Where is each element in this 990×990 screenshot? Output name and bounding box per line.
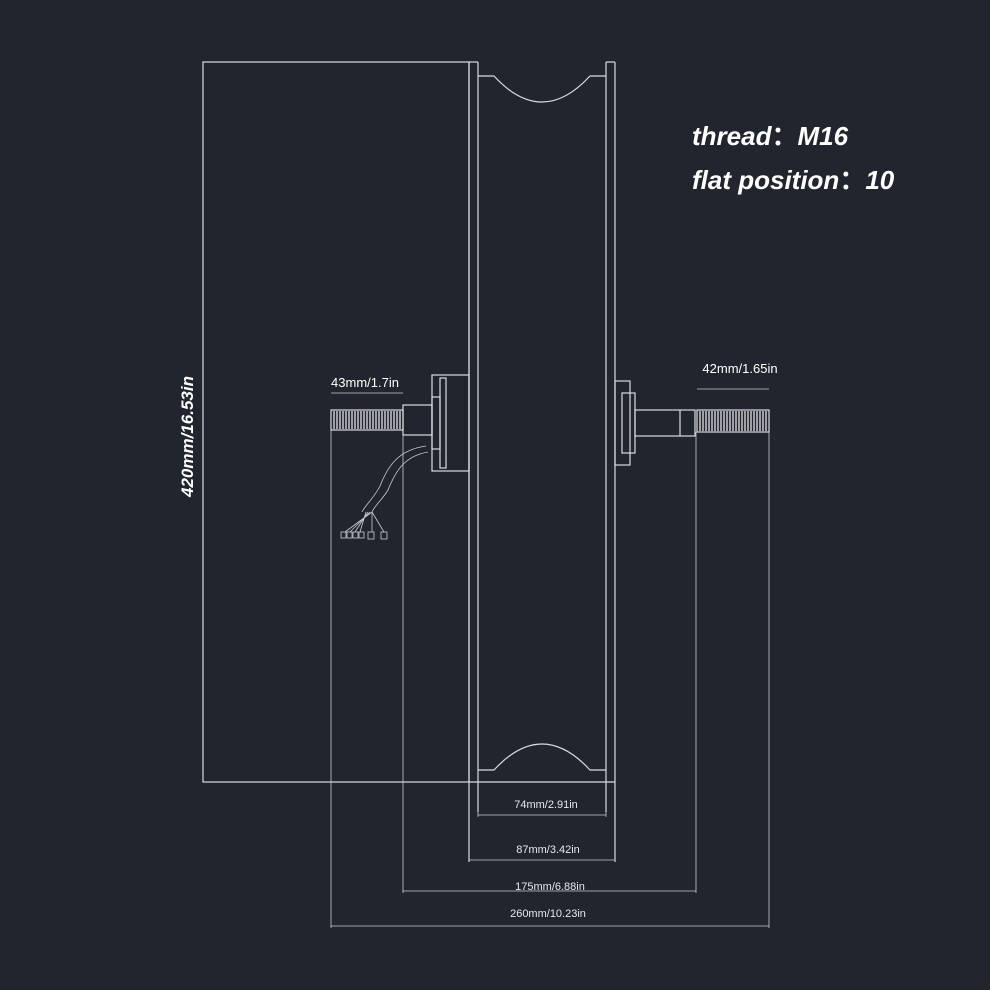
left-axle-thread (330, 409, 404, 431)
thread-spec: thread：M16 (692, 116, 848, 153)
right-axle (634, 409, 696, 437)
thread-value: M16 (797, 121, 849, 151)
top-tread-arc (478, 75, 606, 103)
dim-dropout-label: 175mm/6.88in (515, 881, 585, 893)
dim-overall-label: 260mm/10.23in (510, 908, 586, 920)
left-axle (402, 404, 433, 436)
bottom-tread-arc (478, 743, 606, 771)
thread-label: thread (692, 121, 772, 151)
right-axle-thread (696, 409, 770, 433)
hub-right (614, 380, 631, 466)
dim-right-axle-label: 42mm/1.65in (702, 361, 777, 376)
diameter-label: 420mm/16.53in (178, 376, 197, 497)
thread-colon: ： (771, 121, 798, 151)
dim-left-axle-label: 43mm/1.7in (331, 375, 399, 390)
dim-rim-label: 74mm/2.91in (514, 799, 578, 811)
dim-hub-label: 87mm/3.42in (516, 844, 580, 856)
wheel-side-profile (202, 61, 470, 783)
flat-colon: ： (839, 165, 866, 195)
flat-position-spec: flat position：10 (692, 160, 894, 197)
motor-cable (371, 451, 429, 513)
hub-left (431, 374, 470, 472)
cable-connectors (340, 511, 388, 540)
flat-value: 10 (865, 165, 895, 195)
flat-label: flat position (692, 165, 840, 195)
